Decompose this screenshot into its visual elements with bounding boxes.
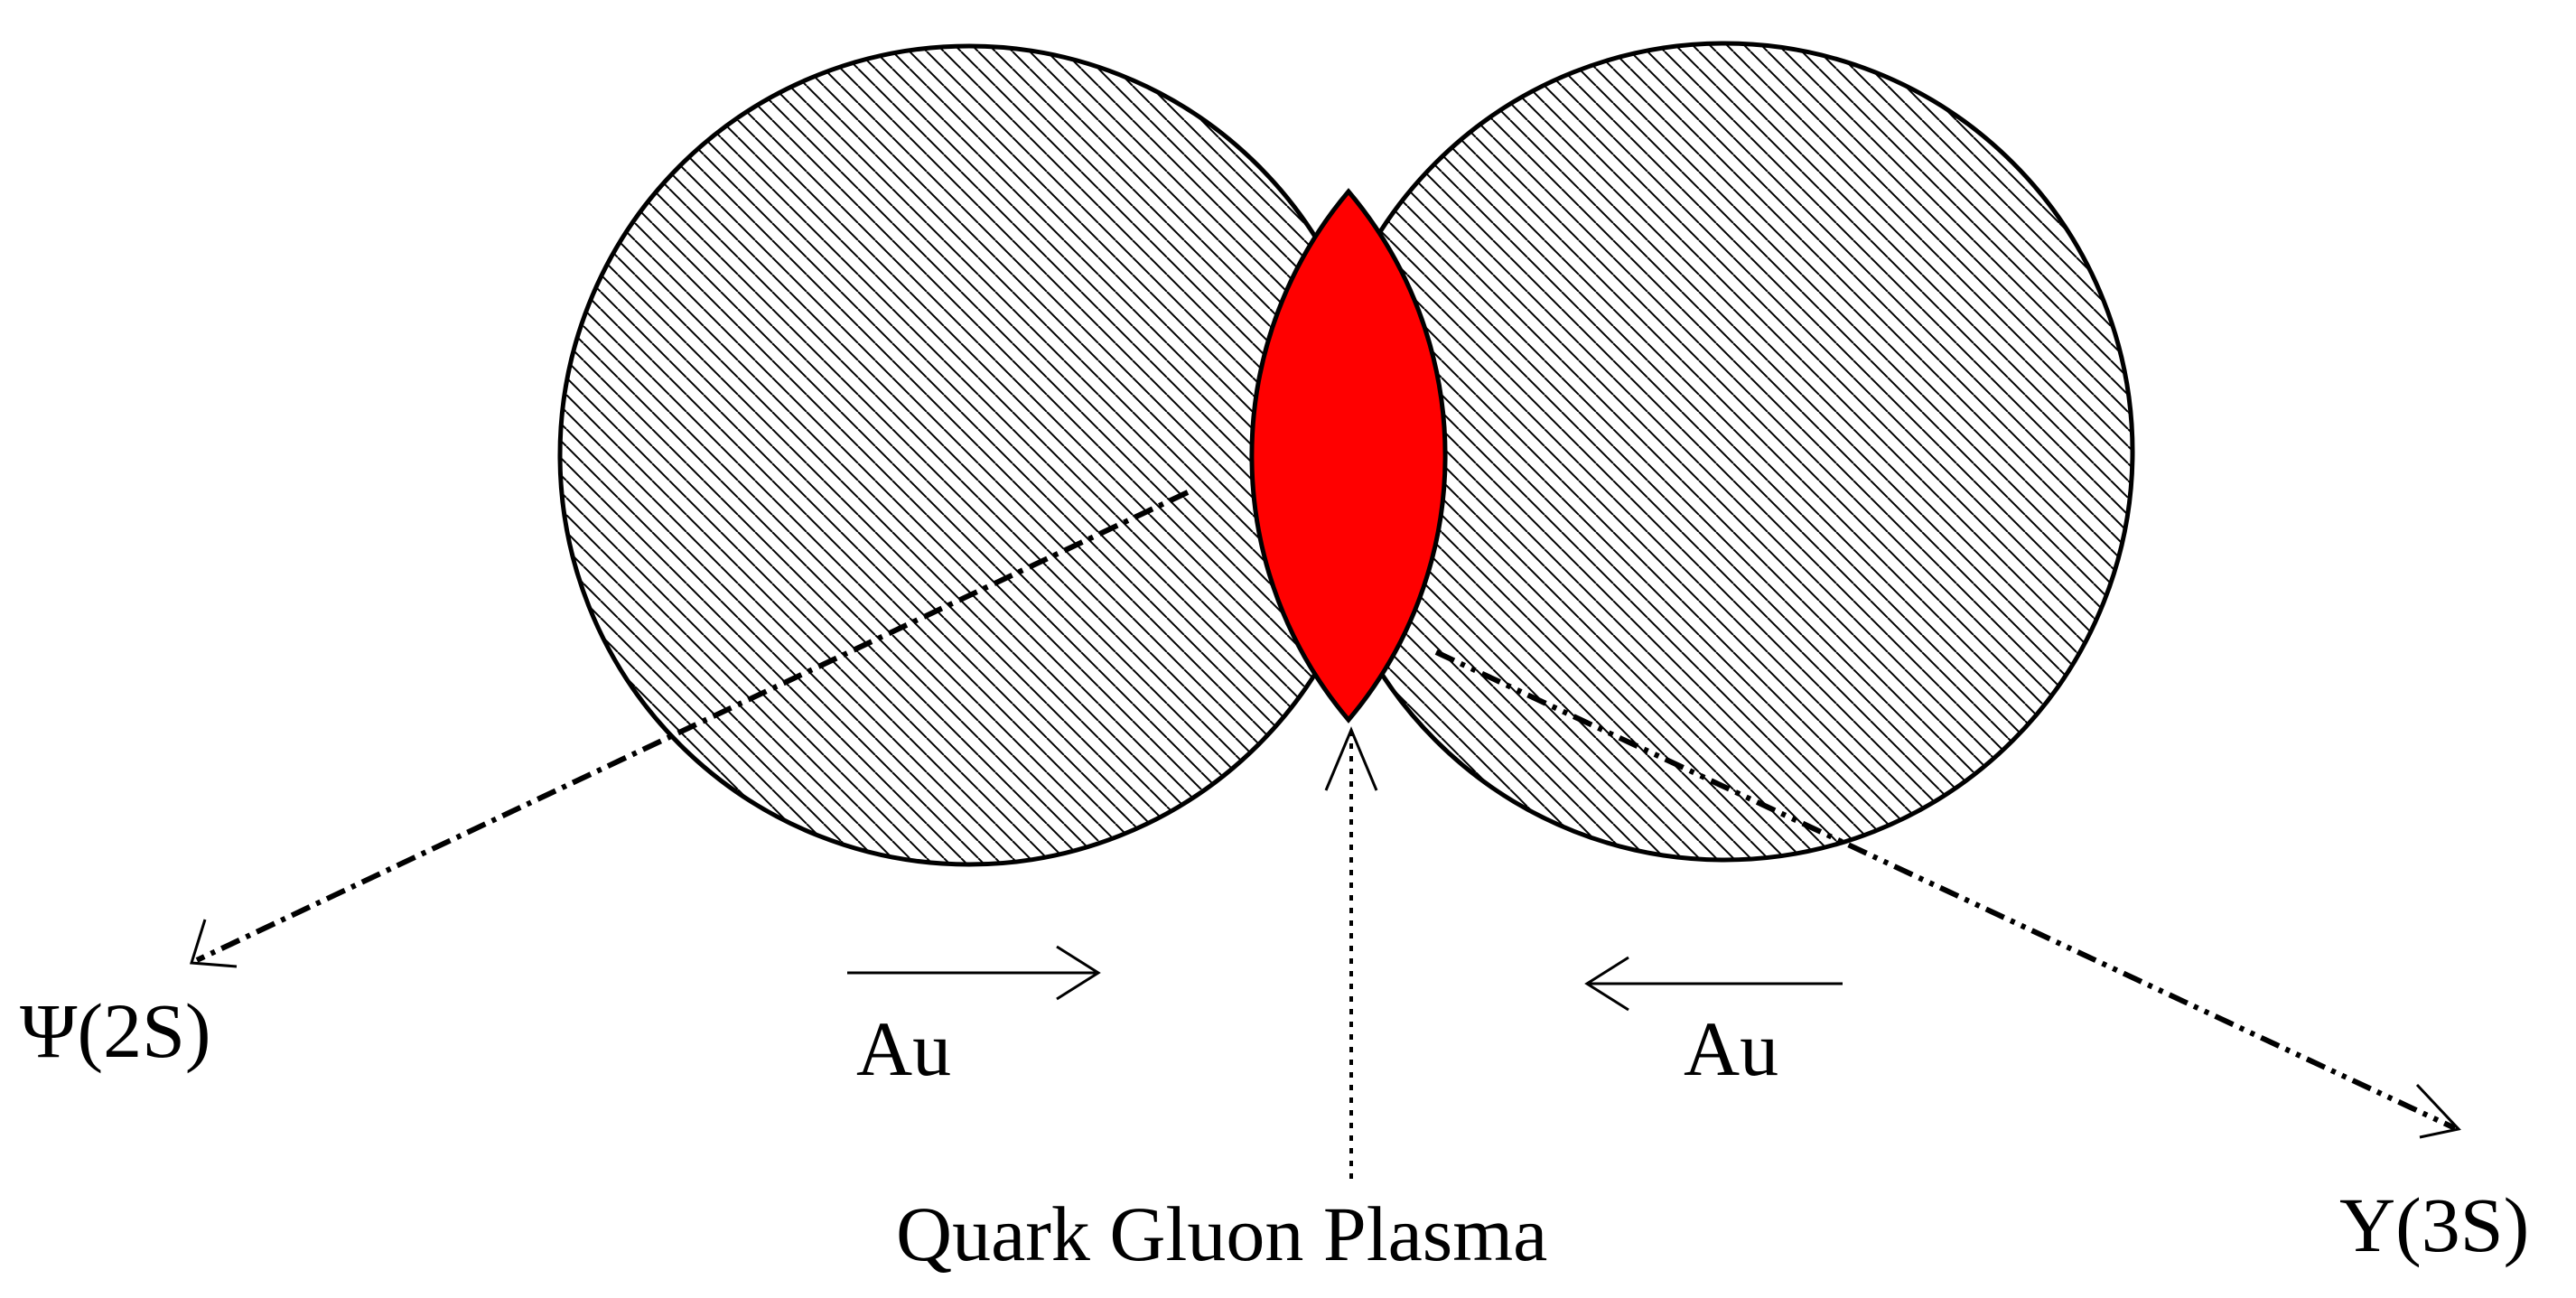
- au-left-label: Au: [856, 1005, 951, 1092]
- au-right-label: Au: [1684, 1005, 1778, 1092]
- psi-arrowhead: [190, 919, 238, 968]
- upsilon-label: Υ(3S): [2339, 1181, 2529, 1268]
- upsilon-trajectory: [1434, 649, 2457, 1131]
- plasma-pointer-arrowhead: [1324, 726, 1378, 791]
- psi-trajectory: [195, 490, 1190, 963]
- qgp-label: Quark Gluon Plasma: [896, 1191, 1547, 1277]
- plasma-region: [1249, 188, 1448, 724]
- au-right-arrowhead: [1584, 956, 1629, 1012]
- au-left-arrowhead: [1056, 945, 1101, 1001]
- psi-label: Ψ(2S): [20, 987, 211, 1074]
- upsilon-arrowhead: [2415, 1083, 2461, 1139]
